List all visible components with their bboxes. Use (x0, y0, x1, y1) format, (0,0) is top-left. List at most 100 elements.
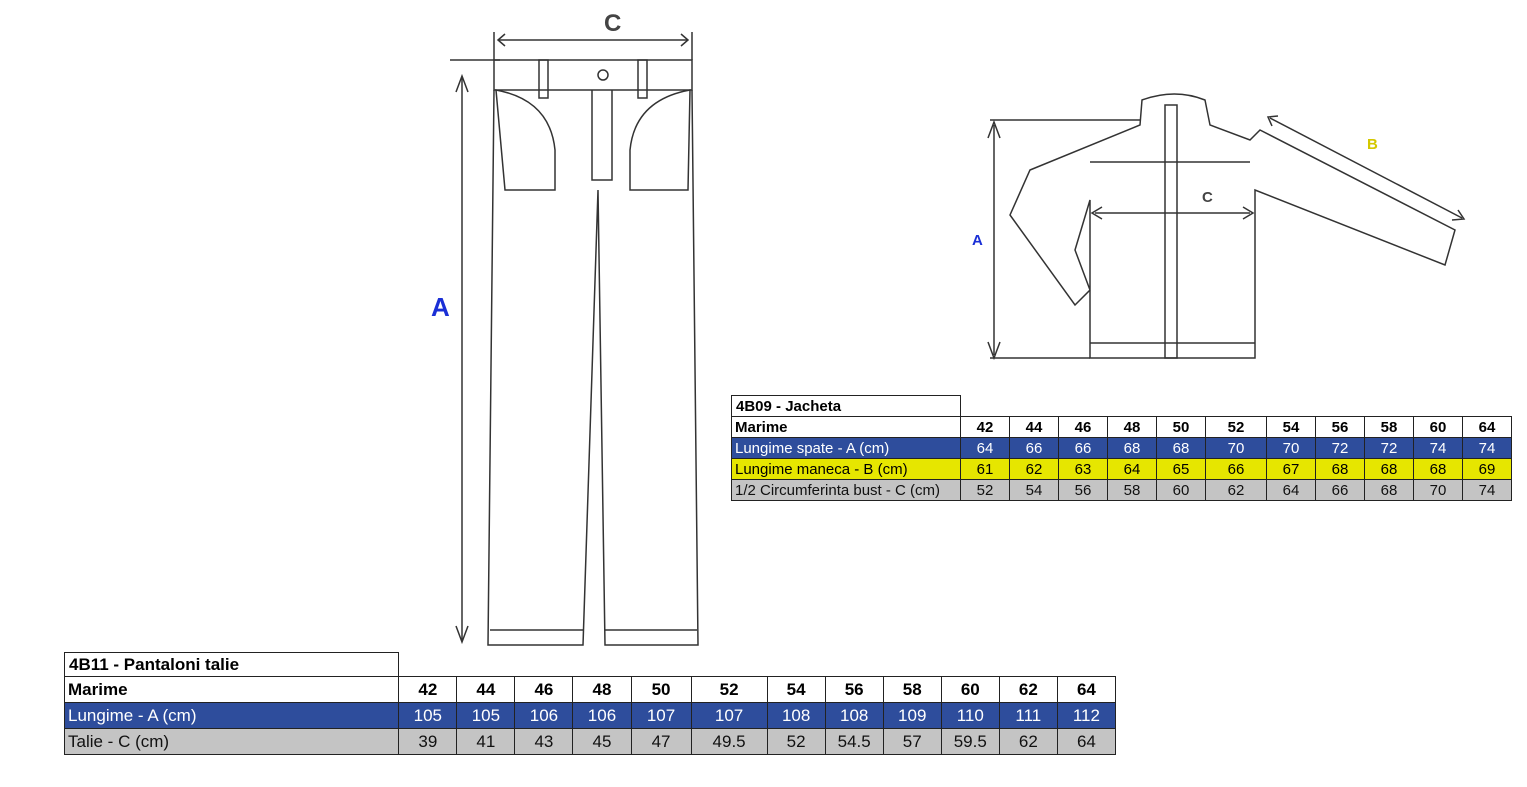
table-cell: 42 (960, 416, 1010, 438)
table-cell: 64 (1266, 479, 1316, 501)
table-cell: 58 (1107, 479, 1157, 501)
table-cell: 68 (1364, 479, 1414, 501)
table-cell: 62 (1205, 479, 1267, 501)
row-label: Lungime - A (cm) (63, 702, 400, 729)
table-cell: 47 (630, 728, 692, 755)
table-cell: 45 (572, 728, 632, 755)
table-cell: 64 (1107, 458, 1157, 480)
table-cell: 54.5 (824, 728, 884, 755)
table-cell: 67 (1266, 458, 1316, 480)
table-cell: 74 (1413, 437, 1463, 459)
table-cell: 43 (514, 728, 574, 755)
table-cell: 41 (456, 728, 516, 755)
table-cell: 60 (940, 676, 1000, 703)
table-cell: 68 (1315, 458, 1365, 480)
table-cell: 70 (1413, 479, 1463, 501)
table-cell: 60 (1413, 416, 1463, 438)
table-cell: 69 (1462, 458, 1512, 480)
table-cell: 57 (882, 728, 942, 755)
table-cell: 74 (1462, 479, 1512, 501)
table-cell: 39 (398, 728, 458, 755)
table-cell: 56 (824, 676, 884, 703)
row-label: 1/2 Circumferinta bust - C (cm) (731, 479, 961, 501)
table-cell: 54 (766, 676, 826, 703)
table-cell: 109 (882, 702, 942, 729)
pants-label-c: C (604, 10, 622, 37)
table-cell: 59.5 (940, 728, 1000, 755)
table-cell: 54 (1009, 479, 1059, 501)
row-label: Lungime maneca - B (cm) (731, 458, 961, 480)
table-cell: 64 (1056, 676, 1117, 703)
pants-drawing (450, 32, 699, 646)
row-label: Talie - C (cm) (63, 728, 400, 755)
table-cell: 64 (960, 437, 1010, 459)
table-cell: 62 (998, 728, 1058, 755)
jacket-label-c: C (1202, 189, 1213, 206)
row-label: Marime (731, 416, 961, 438)
table-cell: 61 (960, 458, 1010, 480)
table-cell: 46 (514, 676, 574, 703)
table-cell: 108 (824, 702, 884, 729)
table-cell: 72 (1315, 437, 1365, 459)
jacket-label-a: A (972, 232, 983, 249)
table-cell: 66 (1009, 437, 1059, 459)
table-cell: 62 (998, 676, 1058, 703)
table-cell: 65 (1156, 458, 1206, 480)
table-cell: 74 (1462, 437, 1512, 459)
table-cell: 44 (456, 676, 516, 703)
table-cell: 66 (1315, 479, 1365, 501)
table-cell: 105 (398, 702, 458, 729)
table-cell: 56 (1315, 416, 1365, 438)
table-cell: 68 (1364, 458, 1414, 480)
table-cell: 66 (1058, 437, 1108, 459)
table-cell: 52 (690, 676, 768, 703)
table-cell: 58 (1364, 416, 1414, 438)
table-cell: 60 (1156, 479, 1206, 501)
table-cell: 46 (1058, 416, 1108, 438)
table-cell: 68 (1413, 458, 1463, 480)
table-cell: 64 (1056, 728, 1117, 755)
table-cell: 107 (690, 702, 768, 729)
table-cell: 108 (766, 702, 826, 729)
table-cell: 70 (1205, 437, 1267, 459)
table-cell: 105 (456, 702, 516, 729)
table-cell: 68 (1107, 437, 1157, 459)
jacket-drawing (987, 93, 1466, 361)
table-cell: 72 (1364, 437, 1414, 459)
table-cell: 68 (1156, 437, 1206, 459)
table-cell: 56 (1058, 479, 1108, 501)
table-cell: 106 (572, 702, 632, 729)
table-cell: 42 (398, 676, 458, 703)
table-cell: 48 (1107, 416, 1157, 438)
table-cell: 58 (882, 676, 942, 703)
row-label: Marime (63, 676, 400, 703)
table-cell: 63 (1058, 458, 1108, 480)
table-cell: 50 (630, 676, 692, 703)
table-cell: 52 (766, 728, 826, 755)
table-cell: 62 (1009, 458, 1059, 480)
table-cell: 44 (1009, 416, 1059, 438)
table-cell: 52 (960, 479, 1010, 501)
table-cell: 52 (1205, 416, 1267, 438)
table-cell: 110 (940, 702, 1000, 729)
table-cell: 112 (1056, 702, 1117, 729)
table-cell: 48 (572, 676, 632, 703)
pants-label-a: A (431, 292, 450, 322)
table-cell: 111 (998, 702, 1058, 729)
pants-table-title: 4B11 - Pantaloni talie (64, 652, 399, 677)
table-cell: 106 (514, 702, 574, 729)
table-cell: 66 (1205, 458, 1267, 480)
table-cell: 64 (1462, 416, 1512, 438)
row-label: Lungime spate - A (cm) (731, 437, 961, 459)
table-cell: 50 (1156, 416, 1206, 438)
jacket-label-b: B (1367, 136, 1378, 153)
